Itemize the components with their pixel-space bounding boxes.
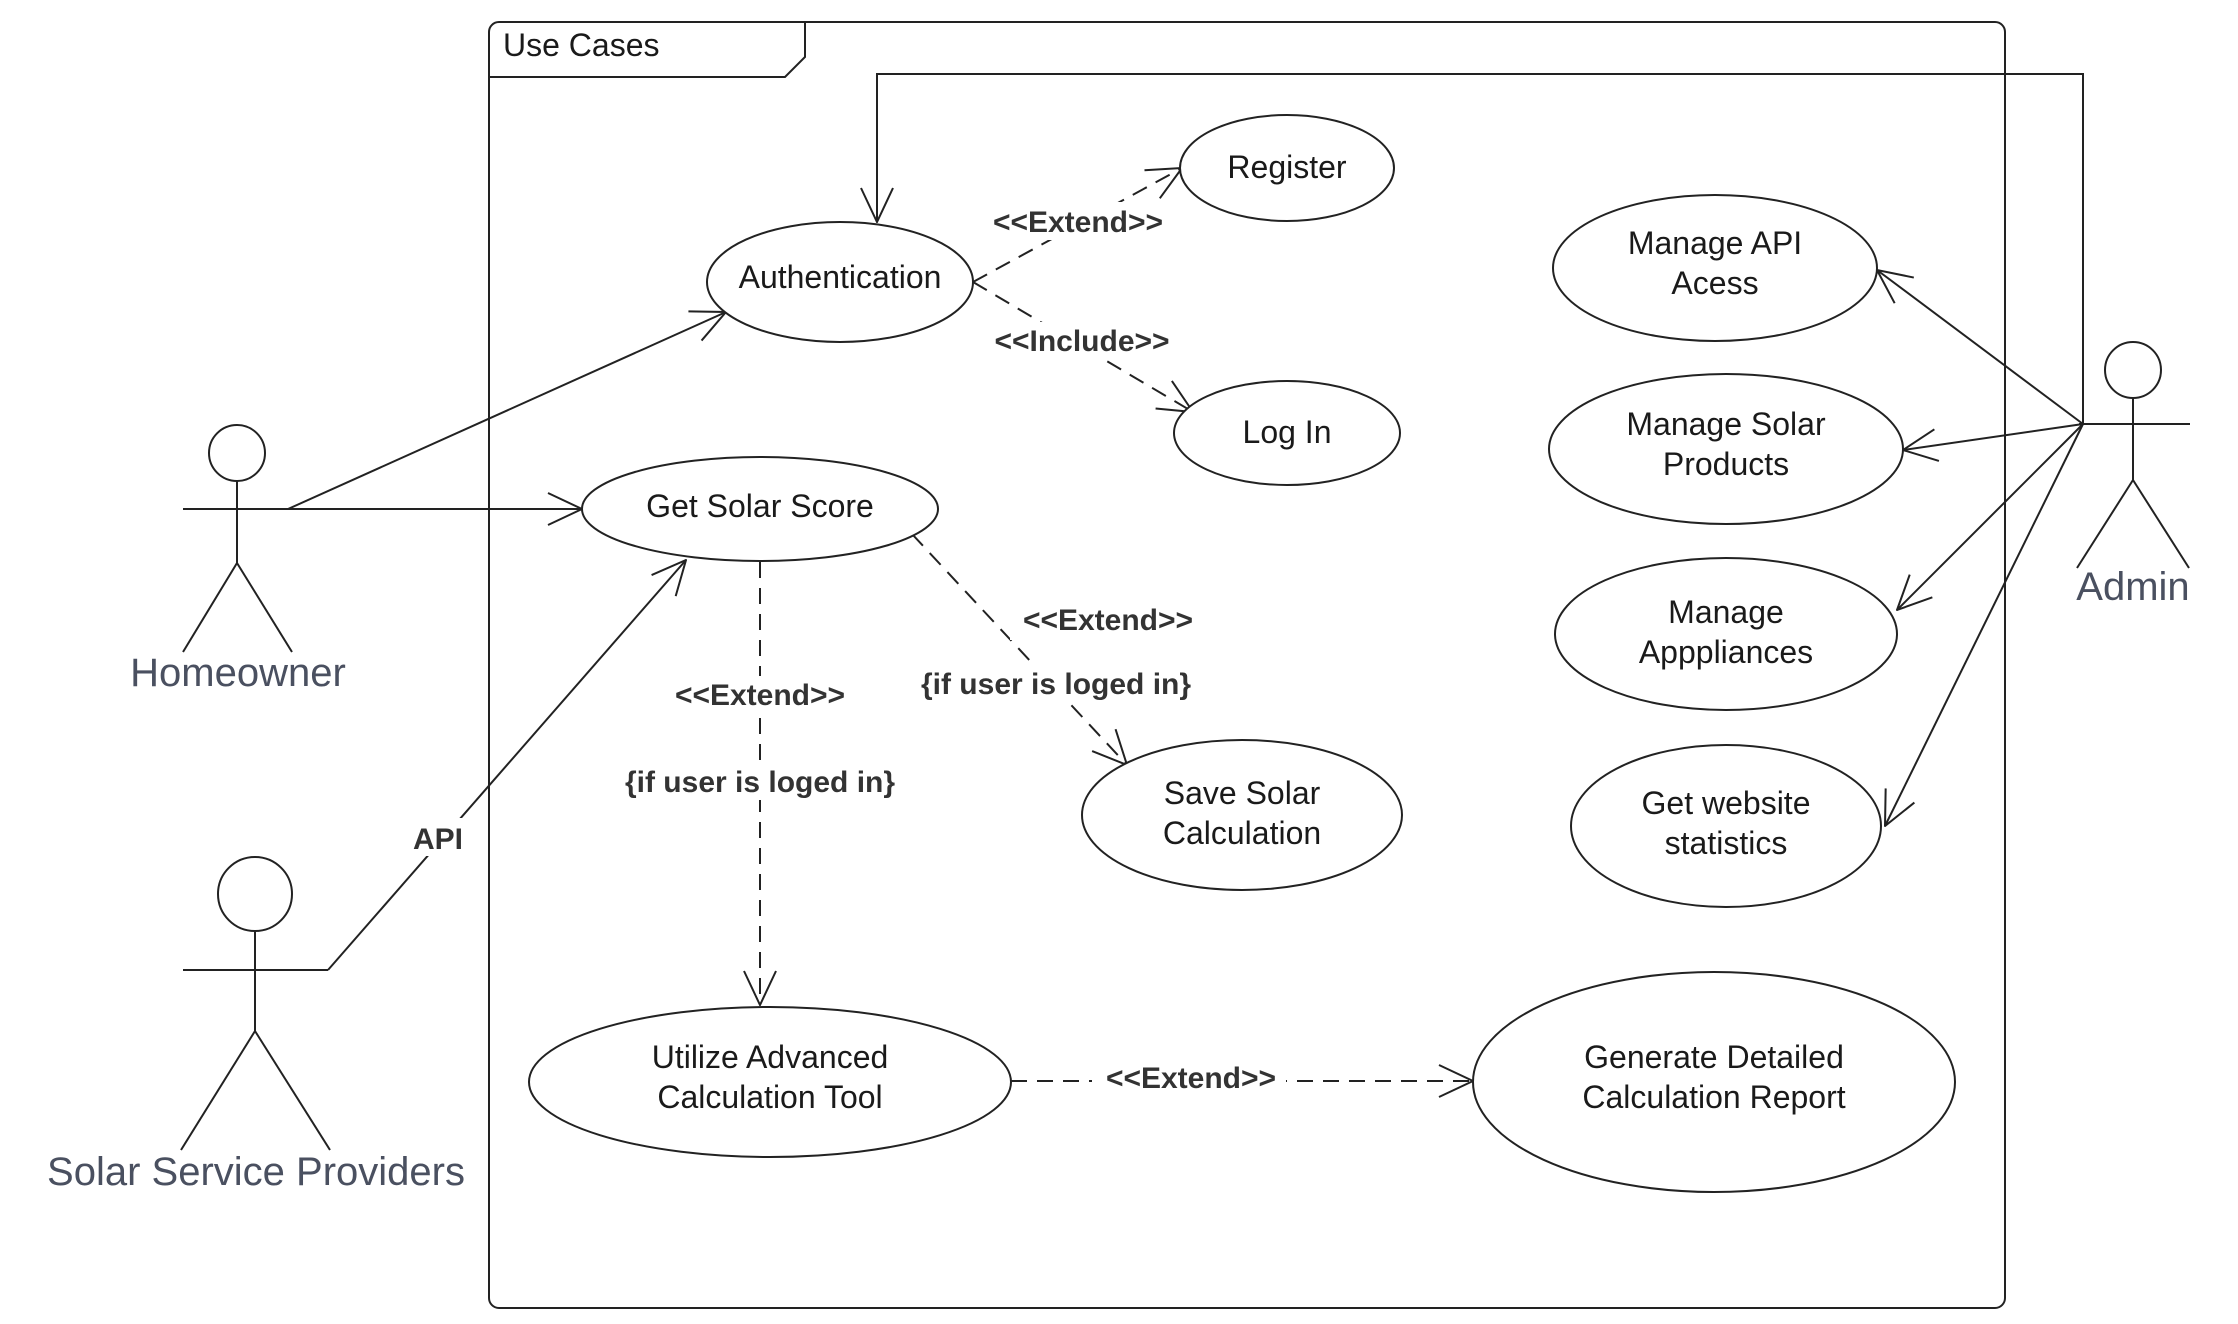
actor-label: Homeowner	[130, 651, 346, 695]
use-case-label: Generate Detailed	[1584, 1039, 1844, 1075]
label-score-advanced-condition: {if user is loged in}	[625, 766, 895, 799]
use-case-label: Utilize Advanced	[652, 1039, 889, 1075]
label-auth-register: <<Extend>>	[993, 206, 1163, 239]
stick-figure-icon	[180, 856, 331, 1151]
use-case-manage-api-access: Manage API Acess	[1552, 194, 1878, 342]
assoc-providers-get-solar-score	[327, 560, 686, 971]
svg-text:Products: Products	[1663, 446, 1789, 482]
stick-figure-icon	[2076, 341, 2190, 569]
extend-score-save	[911, 533, 1127, 765]
use-case-label: Authentication	[739, 259, 942, 295]
use-case-save-solar-calculation: Save Solar Calculation	[1081, 739, 1403, 891]
label-score-save-condition: {if user is loged in}	[921, 668, 1191, 701]
use-case-label: Save Solar	[1164, 775, 1321, 811]
svg-text:Calculation Tool: Calculation Tool	[657, 1079, 882, 1115]
use-case-label: statistics	[1665, 825, 1788, 861]
label-score-save: <<Extend>>	[1023, 604, 1193, 637]
svg-text:Utilize Advanced: Utilize Advanced	[652, 1039, 889, 1075]
use-case-label: Calculation	[1163, 815, 1321, 851]
assoc-admin-website-stats	[1885, 423, 2084, 826]
actor-homeowner: Homeowner	[130, 424, 346, 695]
use-case-generate-detailed-report: Generate Detailed Calculation Report	[1472, 971, 1956, 1193]
use-case-label: Manage API	[1628, 225, 1802, 261]
use-case-label: Manage	[1668, 594, 1784, 630]
stick-figure-icon	[182, 424, 293, 653]
include-auth-login	[972, 281, 1193, 412]
svg-text:Get website: Get website	[1642, 785, 1811, 821]
use-case-label: Get Solar Score	[646, 488, 874, 524]
assoc-admin-manage-api	[1877, 270, 2084, 425]
svg-text:Manage: Manage	[1668, 594, 1784, 630]
actor-solar-service-providers: Solar Service Providers	[47, 856, 465, 1194]
label-provider-api: API	[413, 823, 463, 856]
use-case-label: Get website	[1642, 785, 1811, 821]
label-advanced-report: <<Extend>>	[1106, 1062, 1276, 1095]
system-boundary: Use Cases	[488, 21, 2006, 1309]
assoc-admin-manage-products	[1903, 423, 2084, 450]
svg-text:Generate Detailed: Generate Detailed	[1584, 1039, 1844, 1075]
use-case-label: Register	[1227, 149, 1347, 185]
actor-label: Admin	[2076, 565, 2189, 609]
actor-admin: Admin	[2076, 341, 2190, 609]
svg-text:statistics: statistics	[1665, 825, 1788, 861]
svg-text:Acess: Acess	[1671, 265, 1758, 301]
use-case-get-website-statistics: Get website statistics	[1570, 744, 1882, 908]
actor-label: Solar Service Providers	[47, 1150, 465, 1194]
label-score-advanced: <<Extend>>	[675, 679, 845, 712]
svg-text:Calculation Report: Calculation Report	[1582, 1079, 1845, 1115]
svg-text:Get Solar Score: Get Solar Score	[646, 488, 874, 524]
use-case-manage-solar-products: Manage Solar Products	[1548, 373, 1904, 525]
use-case-utilize-advanced-calculation-tool: Utilize Advanced Calculation Tool	[528, 1006, 1012, 1158]
use-case-register: Register	[1179, 114, 1395, 222]
use-case-label: Apppliances	[1639, 634, 1813, 670]
assoc-homeowner-authentication	[287, 312, 726, 510]
use-case-authentication: Authentication	[706, 221, 974, 343]
use-case-label: Calculation Tool	[657, 1079, 882, 1115]
use-case-label: Manage Solar	[1626, 406, 1826, 442]
svg-text:Authentication: Authentication	[739, 259, 942, 295]
svg-text:Manage Solar: Manage Solar	[1626, 406, 1826, 442]
svg-text:Apppliances: Apppliances	[1639, 634, 1813, 670]
assoc-admin-manage-appliances	[1897, 423, 2084, 610]
use-case-manage-appliances: Manage Apppliances	[1554, 557, 1898, 711]
use-case-label: Acess	[1671, 265, 1758, 301]
assoc-admin-authentication	[877, 73, 2084, 424]
use-case-label: Products	[1663, 446, 1789, 482]
svg-text:Save Solar: Save Solar	[1164, 775, 1321, 811]
svg-text:Register: Register	[1227, 149, 1347, 185]
use-case-label: Calculation Report	[1582, 1079, 1845, 1115]
label-auth-login: <<Include>>	[994, 325, 1169, 358]
use-case-log-in: Log In	[1173, 380, 1401, 486]
svg-text:Manage API: Manage API	[1628, 225, 1802, 261]
use-case-label: Log In	[1243, 414, 1332, 450]
use-case-get-solar-score: Get Solar Score	[581, 456, 939, 562]
frame-title: Use Cases	[503, 27, 660, 63]
svg-text:Calculation: Calculation	[1163, 815, 1321, 851]
svg-text:Log In: Log In	[1243, 414, 1332, 450]
